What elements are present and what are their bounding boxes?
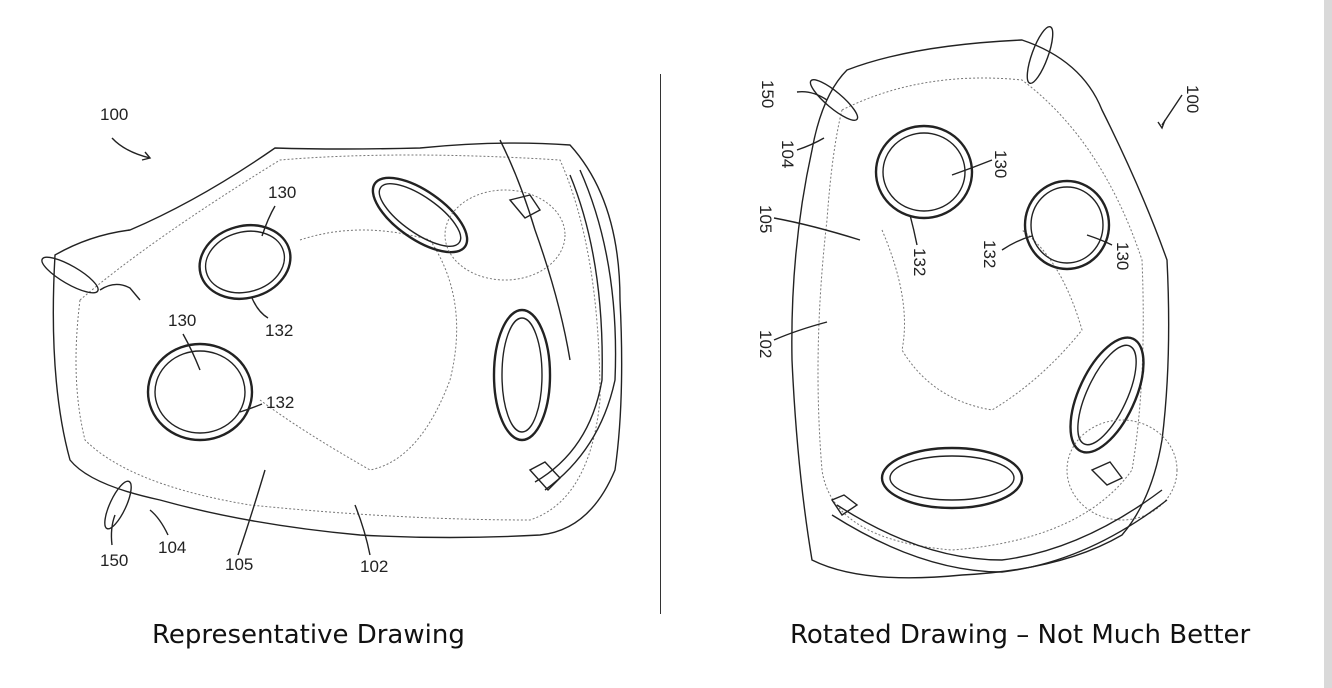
ref-numeral: 100 <box>100 105 128 124</box>
rotated-drawing-panel: 100 150 104 105 102 130 132 132 130 <box>662 0 1322 688</box>
vertical-scrollbar[interactable] <box>1324 0 1332 688</box>
ref-numeral: 104 <box>158 538 186 557</box>
ref-numeral: 104 <box>778 140 797 168</box>
ref-numeral: 130 <box>268 183 296 202</box>
panel-divider <box>660 74 661 614</box>
ref-numeral: 132 <box>980 240 999 268</box>
ref-numeral: 150 <box>758 80 777 108</box>
ref-numeral: 132 <box>266 393 294 412</box>
ref-numeral: 100 <box>1183 85 1202 113</box>
caption-rotated-drawing: Rotated Drawing – Not Much Better <box>790 620 1251 650</box>
ref-numeral: 130 <box>991 150 1010 178</box>
ref-numeral: 102 <box>360 557 388 576</box>
representative-drawing-panel: 100 130 132 130 132 150 104 105 102 <box>0 0 660 688</box>
ref-numeral: 105 <box>225 555 253 574</box>
ref-numeral: 105 <box>756 205 775 233</box>
ref-numeral: 130 <box>168 311 196 330</box>
ref-numeral: 102 <box>756 330 775 358</box>
ref-numeral: 130 <box>1113 242 1132 270</box>
rotated-patent-drawing: 100 150 104 105 102 130 132 132 130 <box>756 25 1202 579</box>
ref-numeral: 150 <box>100 551 128 570</box>
ref-numeral: 132 <box>910 248 929 276</box>
ref-numeral: 132 <box>265 321 293 340</box>
representative-patent-drawing: 100 130 132 130 132 150 104 105 102 <box>41 105 623 576</box>
caption-representative-drawing: Representative Drawing <box>152 620 465 650</box>
